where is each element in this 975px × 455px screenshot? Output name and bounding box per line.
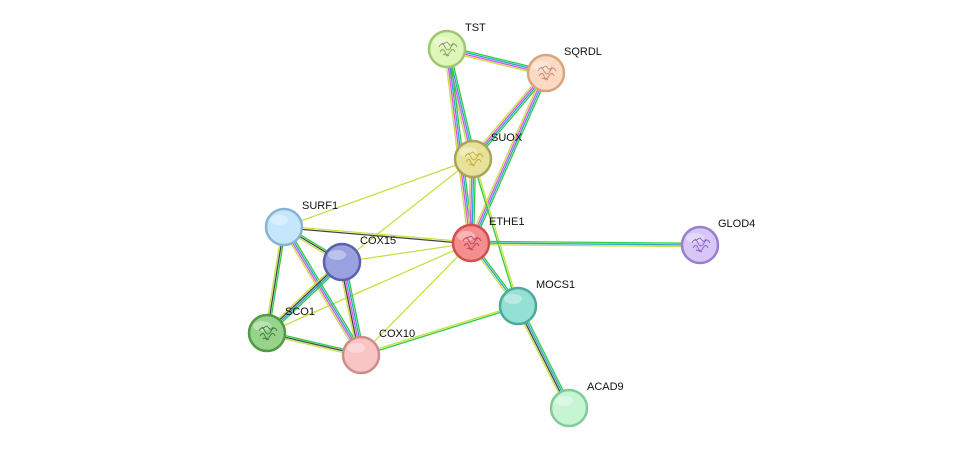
edge-strand-textmining <box>473 158 520 307</box>
node-suox[interactable] <box>453 139 493 179</box>
node-circle[interactable] <box>498 286 538 326</box>
edge-strand-neighborhood <box>360 306 519 357</box>
node-acad9[interactable] <box>549 388 589 428</box>
edge-strand-fusion <box>471 72 548 244</box>
protein-structure-icon <box>537 65 557 81</box>
node-circle[interactable] <box>341 335 381 375</box>
edge-strand-textmining <box>283 158 474 228</box>
node-label-ethe1: ETHE1 <box>489 216 524 228</box>
protein-structure-icon <box>464 151 484 167</box>
node-circle[interactable] <box>549 388 589 428</box>
node-highlight <box>686 233 704 243</box>
edge-strand-textmining <box>266 242 472 334</box>
node-circle[interactable] <box>526 53 566 93</box>
protein-structure-icon <box>438 41 458 57</box>
edge-strand-fusion <box>470 242 701 246</box>
node-tst[interactable] <box>427 29 467 69</box>
edge-strand-textmining <box>283 225 472 243</box>
edge-ethe1-cox10[interactable] <box>360 242 472 356</box>
edge-strand-neighborhood <box>472 73 549 245</box>
node-highlight <box>555 396 573 406</box>
node-highlight <box>347 343 365 353</box>
edge-strand-textmining <box>360 304 519 355</box>
node-highlight <box>532 61 550 71</box>
node-highlight <box>328 250 346 260</box>
node-highlight <box>270 215 288 225</box>
node-highlight <box>433 37 451 47</box>
edge-strand-textmining <box>341 242 472 263</box>
node-circle[interactable] <box>322 242 362 282</box>
node-label-cox10: COX10 <box>379 328 415 340</box>
edge-strand-coexpression <box>283 227 472 245</box>
node-label-mocs1: MOCS1 <box>536 279 575 291</box>
edge-strand-neighborhood <box>470 240 701 244</box>
edge-ethe1-sco1[interactable] <box>266 242 472 334</box>
node-ethe1[interactable] <box>451 223 491 263</box>
edge-strand-textmining <box>360 242 472 356</box>
edge-strand-textmining <box>281 227 360 357</box>
node-label-glod4: GLOD4 <box>718 218 755 230</box>
edge-suox-surf1[interactable] <box>283 158 474 228</box>
node-label-suox: SUOX <box>491 132 523 144</box>
edge-suox-cox15[interactable] <box>341 158 474 263</box>
edge-strand-neighborhood <box>285 225 364 355</box>
node-glod4[interactable] <box>680 225 720 265</box>
edge-strand-textmining <box>443 48 470 244</box>
node-cox15[interactable] <box>322 242 362 282</box>
nodes-layer <box>247 29 720 428</box>
node-sco1[interactable] <box>247 313 287 353</box>
node-circle[interactable] <box>453 139 493 179</box>
node-highlight <box>457 231 475 241</box>
edge-sqrdl-ethe1[interactable] <box>468 71 549 245</box>
node-label-cox15: COX15 <box>360 235 396 247</box>
node-circle[interactable] <box>451 223 491 263</box>
node-circle[interactable] <box>427 29 467 69</box>
edge-strand-cooccurrence <box>282 226 361 357</box>
edge-ethe1-surf1[interactable] <box>283 225 472 245</box>
edge-strand-textmining <box>468 71 545 243</box>
node-surf1[interactable] <box>264 207 304 247</box>
node-circle[interactable] <box>247 313 287 353</box>
node-sqrdl[interactable] <box>526 53 566 93</box>
protein-structure-icon <box>691 237 711 253</box>
node-label-tst: TST <box>465 22 486 34</box>
node-label-sco1: SCO1 <box>285 306 315 318</box>
edge-strand-cooccurrence <box>445 48 471 244</box>
edge-suox-mocs1[interactable] <box>471 158 520 307</box>
edge-strand-neighborhood <box>471 158 518 307</box>
edge-strand-fusion <box>284 225 363 356</box>
edge-strand-textmining <box>470 244 701 248</box>
edge-strand-textmining <box>341 158 474 263</box>
node-highlight <box>504 294 522 304</box>
node-highlight <box>253 321 271 331</box>
node-mocs1[interactable] <box>498 286 538 326</box>
node-label-acad9: ACAD9 <box>587 381 624 393</box>
node-label-sqrdl: SQRDL <box>564 46 602 58</box>
edge-surf1-cox10[interactable] <box>281 225 364 357</box>
edge-mocs1-cox10[interactable] <box>360 304 519 357</box>
protein-structure-icon <box>462 235 482 251</box>
node-cox10[interactable] <box>341 335 381 375</box>
protein-structure-icon <box>258 325 278 341</box>
labels-layer: TST SQRDL SUOX ETHE1 GLOD4 SURF1COX15MOCS1SCO… <box>285 22 755 393</box>
node-circle[interactable] <box>680 225 720 265</box>
node-highlight <box>459 147 477 157</box>
node-label-surf1: SURF1 <box>302 200 338 212</box>
edge-ethe1-glod4[interactable] <box>470 240 701 248</box>
edge-ethe1-cox15[interactable] <box>341 242 472 263</box>
node-circle[interactable] <box>264 207 304 247</box>
edge-strand-cooccurrence <box>469 72 546 244</box>
